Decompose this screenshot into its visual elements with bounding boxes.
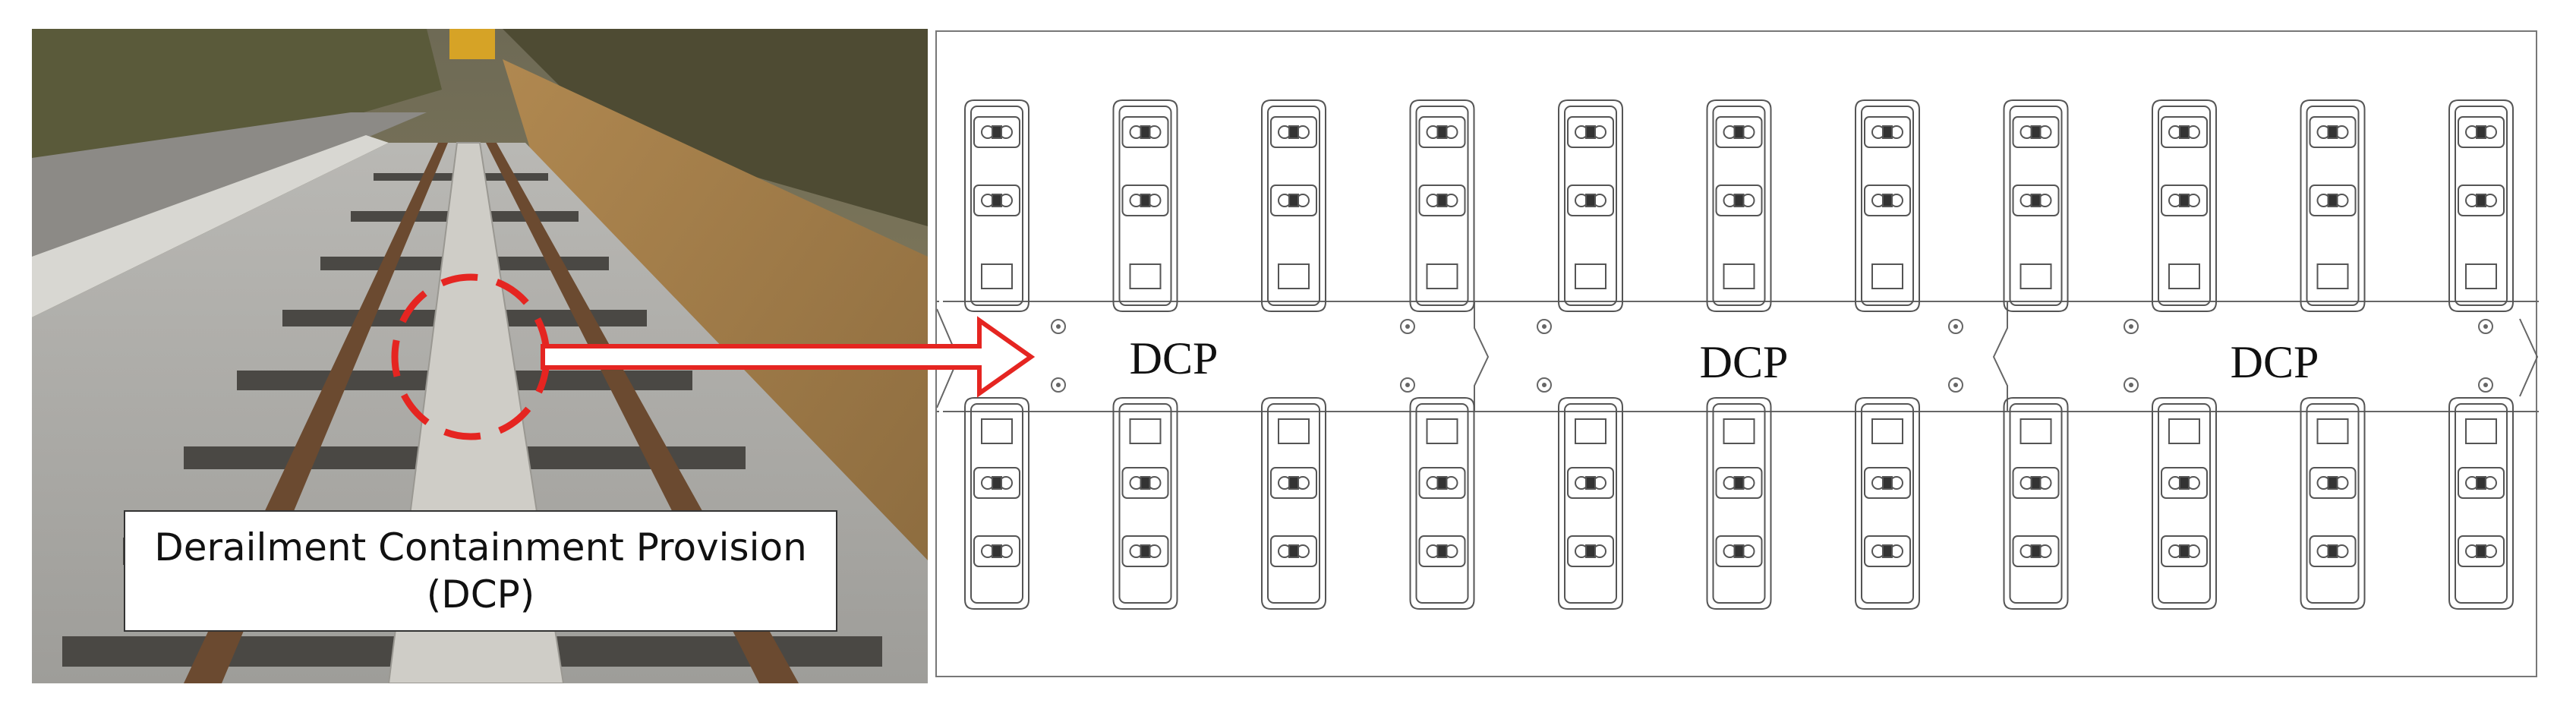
bolt-3 [1400,319,1415,334]
caption-line-2: (DCP) [426,572,535,617]
fastener-unit-top-3 [1261,99,1326,312]
pointer-arrow [541,316,1036,398]
fastener-unit-bottom-2 [1112,397,1178,610]
bolt-6 [1537,377,1552,393]
bolt-8 [1948,377,1963,393]
caption-box: Derailment Containment Provision (DCP) [124,510,837,632]
bolt-4 [1400,377,1415,393]
fastener-group [964,99,2514,610]
fastener-unit-top-1 [964,99,1029,312]
fastener-unit-top-2 [1112,99,1178,312]
fastener-unit-bottom-9 [2152,397,2217,610]
dcp-label-1: DCP [1130,333,1219,383]
dcp-label-3: DCP [2231,337,2319,387]
bolt-1 [1051,319,1066,334]
fastener-unit-top-10 [2300,99,2366,312]
fastener-unit-top-9 [2152,99,2217,312]
bolt-2 [1051,377,1066,393]
bolt-12 [2478,377,2493,393]
fastener-unit-top-4 [1409,99,1475,312]
fastener-unit-top-6 [1706,99,1772,312]
fastener-unit-bottom-4 [1409,397,1475,610]
fastener-unit-top-11 [2448,99,2514,312]
bolt-11 [2478,319,2493,334]
fastener-unit-bottom-6 [1706,397,1772,610]
fastener-unit-top-8 [2003,99,2069,312]
fastener-unit-bottom-10 [2300,397,2366,610]
bolt-9 [2124,319,2139,334]
fastener-unit-bottom-11 [2448,397,2514,610]
plan-drawing-svg: DCP DCP DCP [936,99,2539,610]
fastener-unit-bottom-8 [2003,397,2069,610]
dcp-plan-drawing: DCP DCP DCP [935,30,2539,677]
fastener-unit-bottom-7 [1855,397,1920,610]
bolt-5 [1537,319,1552,334]
fastener-unit-top-7 [1855,99,1920,312]
fastener-unit-bottom-3 [1261,397,1326,610]
fastener-unit-bottom-1 [964,397,1029,610]
bolt-10 [2124,377,2139,393]
fastener-unit-top-5 [1558,99,1623,312]
caption-line-1: Derailment Containment Provision [154,525,807,569]
bolt-group [1051,319,2493,393]
fastener-unit-bottom-5 [1558,397,1623,610]
dcp-label-2: DCP [1700,337,1789,387]
bolt-7 [1948,319,1963,334]
